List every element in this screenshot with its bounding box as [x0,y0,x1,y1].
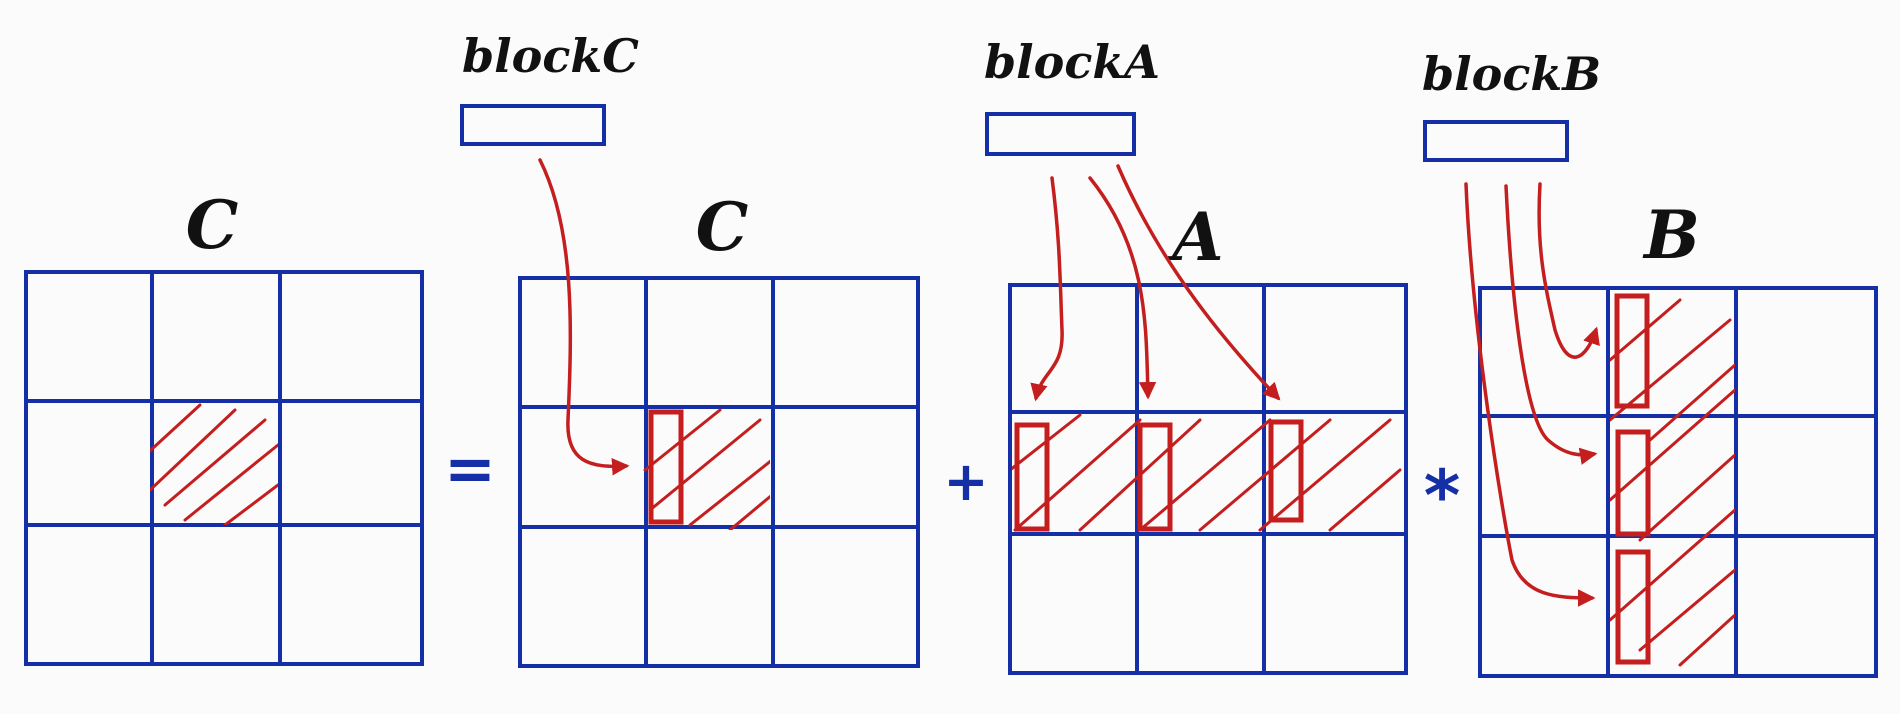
matrix-label-c-left: C [186,186,239,264]
arrow-blockC-to-c [538,158,630,476]
b-block-tiles [1614,293,1651,665]
matrix-c-left: C [24,186,424,666]
b-block-tile-3 [1615,549,1651,665]
matrix-label-a: A [1166,198,1223,276]
plus-operator: + [943,450,988,513]
buffer-box-blockB [1423,120,1569,162]
a-block-tile-2 [1137,422,1173,532]
matrix-c-right: C [518,188,920,668]
a-block-tile-1 [1014,422,1050,532]
matrix-b: B [1478,196,1878,678]
c-block-tile [648,409,684,525]
buffer-box-blockC [460,104,606,146]
hatch-a-row [1012,413,1402,532]
buffer-label-blockA: blockA [984,35,1160,89]
matrix-grid-c-left [24,270,424,666]
matrix-a: A [1008,198,1408,675]
arrow-blockB-to-b2 [1504,184,1598,465]
hatch-c-right-block [643,408,770,530]
buffer-label-blockB: blockB [1422,47,1601,101]
arrow-blockA-to-a1 [1030,176,1064,402]
buffer-blockC: blockC [460,29,639,146]
a-block-tiles [1014,419,1304,532]
matrix-label-c-right: C [696,188,749,266]
equals-operator: = [444,432,496,505]
hatch-b-column [1610,298,1735,667]
arrow-blockA-to-a2 [1088,176,1157,400]
b-block-tile-2 [1615,429,1651,537]
arrow-blockB-to-b3 [1464,182,1596,607]
matrix-grid-c-right [518,276,920,668]
arrow-blockA-to-a3 [1116,164,1281,401]
buffer-blockB: blockB [1422,47,1601,162]
arrow-blockB-to-b1 [1537,182,1600,359]
hatch-c-left-block [150,403,278,525]
buffer-label-blockC: blockC [462,29,639,83]
buffer-box-blockA [985,112,1136,156]
a-block-tile-3 [1268,419,1304,523]
matrix-label-b: B [1642,196,1700,274]
buffer-blockA: blockA [984,35,1160,156]
b-block-tile-1 [1614,293,1650,409]
matrix-grid-a [1008,283,1408,675]
times-operator: * [1424,455,1461,537]
data-flow-arrows [538,158,1600,607]
